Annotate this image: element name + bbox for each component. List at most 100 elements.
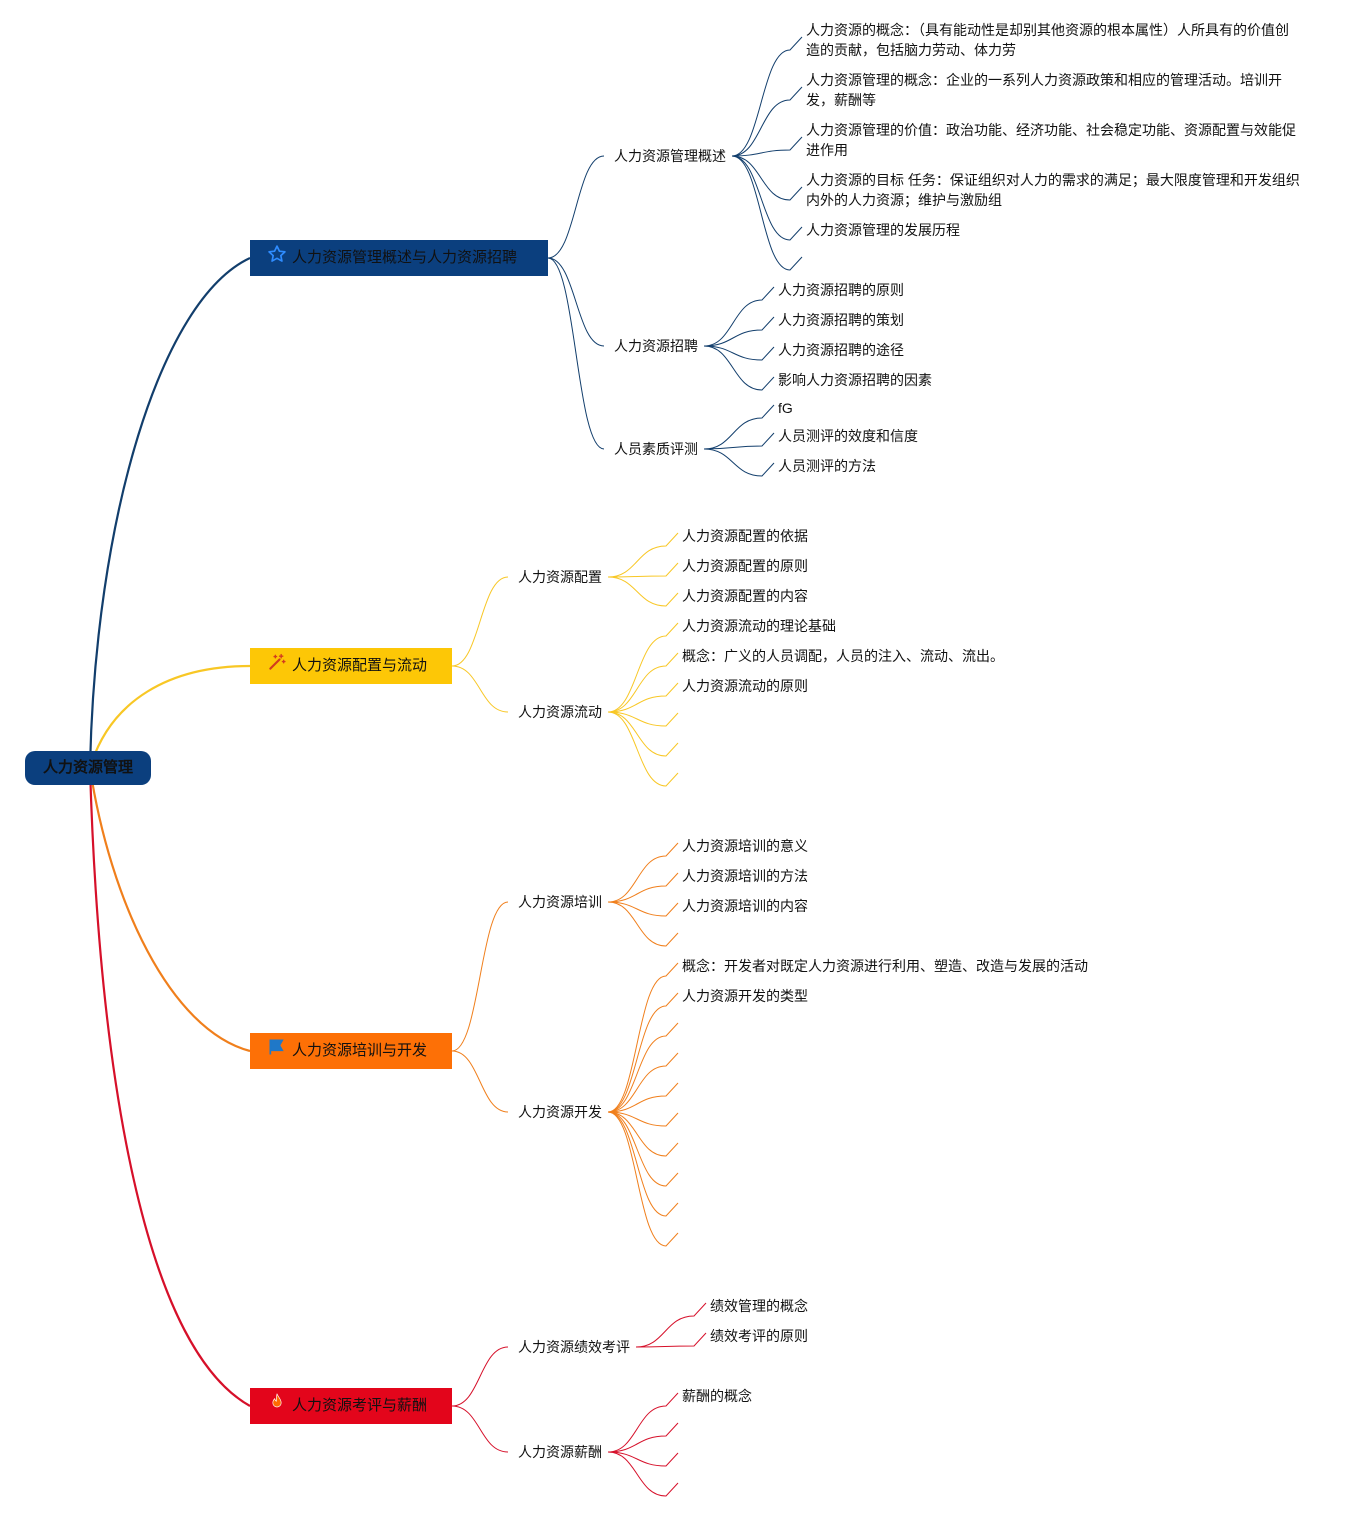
root-branch-connector bbox=[88, 767, 251, 1053]
leaf-connector bbox=[607, 1422, 679, 1453]
leaf-connector bbox=[731, 136, 803, 157]
topic-connector bbox=[451, 665, 509, 713]
leaf-node[interactable]: fG bbox=[778, 400, 793, 416]
leaf-connector bbox=[607, 562, 679, 578]
leaf-connector bbox=[703, 345, 775, 361]
topic-connector bbox=[547, 257, 605, 347]
leaf-connector bbox=[607, 1111, 679, 1127]
leaf-node[interactable]: 人力资源的概念：（具有能动性是却别其他资源的根本属性）人所具有的价值创造的贡献，… bbox=[806, 22, 1289, 58]
leaf-connector bbox=[607, 622, 679, 713]
leaf-node[interactable]: 人力资源的目标 任务：保证组织对人力的需求的满足；最大限度管理和开发组织内外的人… bbox=[806, 172, 1300, 208]
leaf-connector bbox=[607, 992, 679, 1113]
leaf-node[interactable]: 人员测评的效度和信度 bbox=[778, 428, 918, 444]
topic-node[interactable]: 人力资源开发 bbox=[518, 1104, 602, 1120]
leaf-connector bbox=[607, 682, 679, 713]
leaf-node[interactable]: 人力资源管理的发展历程 bbox=[806, 222, 960, 238]
leaf-node[interactable]: 人力资源培训的方法 bbox=[682, 868, 808, 884]
root-branch-connector bbox=[88, 664, 251, 769]
leaf-node[interactable]: 人力资源招聘的原则 bbox=[778, 282, 904, 298]
topic-connector bbox=[451, 576, 509, 667]
leaf-connector bbox=[607, 1392, 679, 1453]
topic-connector bbox=[547, 155, 605, 259]
branch-node[interactable]: 人力资源配置与流动 bbox=[250, 648, 452, 684]
star-icon bbox=[266, 240, 288, 276]
branch-node[interactable]: 人力资源培训与开发 bbox=[250, 1033, 452, 1069]
topic-connector bbox=[451, 901, 509, 1052]
leaf-connector bbox=[731, 155, 803, 241]
leaf-connector bbox=[607, 576, 679, 607]
leaf-node[interactable]: 人力资源管理的价值：政治功能、经济功能、社会稳定功能、资源配置与效能促进作用 bbox=[806, 122, 1296, 158]
topic-connector bbox=[451, 1050, 509, 1113]
leaf-connector bbox=[607, 1022, 679, 1113]
branch-node[interactable]: 人力资源管理概述与人力资源招聘 bbox=[250, 240, 548, 276]
leaf-connector bbox=[607, 1052, 679, 1113]
branch-node[interactable]: 人力资源考评与薪酬 bbox=[250, 1388, 452, 1424]
leaf-connector bbox=[607, 711, 679, 757]
leaf-connector bbox=[703, 448, 775, 477]
topic-node[interactable]: 人力资源管理概述 bbox=[614, 148, 726, 164]
branch-label: 人力资源培训与开发 bbox=[292, 1042, 428, 1059]
leaf-connector bbox=[607, 532, 679, 578]
leaf-node[interactable]: 概念：广义的人员调配，人员的注入、流动、流出。 bbox=[682, 648, 1004, 664]
topic-node[interactable]: 人力资源培训 bbox=[518, 894, 602, 910]
leaf-node[interactable]: 人力资源流动的原则 bbox=[682, 678, 808, 694]
leaf-node[interactable]: 薪酬的概念 bbox=[682, 1388, 752, 1404]
leaf-node[interactable]: 人力资源配置的原则 bbox=[682, 558, 808, 574]
leaf-connector bbox=[607, 1451, 679, 1467]
leaf-node[interactable]: 人力资源招聘的策划 bbox=[778, 312, 904, 328]
leaf-node[interactable]: 人力资源管理的概念：企业的一系列人力资源政策和相应的管理活动。培训开发，薪酬等 bbox=[806, 72, 1282, 108]
leaf-connector bbox=[635, 1302, 707, 1348]
root-label: 人力资源管理 bbox=[42, 759, 133, 776]
leaf-node[interactable]: 影响人力资源招聘的因素 bbox=[778, 372, 932, 388]
leaf-node[interactable]: 人力资源配置的依据 bbox=[682, 528, 808, 544]
root-branch-connector bbox=[88, 257, 251, 769]
magic-wand-icon bbox=[266, 648, 288, 684]
leaf-connector bbox=[607, 842, 679, 903]
root-node[interactable]: 人力资源管理 bbox=[25, 751, 151, 785]
topic-connector bbox=[547, 257, 605, 450]
leaf-connector bbox=[607, 1111, 679, 1157]
leaf-connector bbox=[731, 86, 803, 157]
topic-node[interactable]: 人员素质评测 bbox=[614, 441, 698, 457]
leaf-node[interactable]: 人力资源招聘的途径 bbox=[778, 342, 904, 358]
leaf-connector bbox=[607, 962, 679, 1113]
leaf-node[interactable]: 人员测评的方法 bbox=[778, 458, 876, 474]
leaf-connector bbox=[703, 404, 775, 450]
leaf-connector bbox=[607, 901, 679, 917]
leaf-connector bbox=[607, 711, 679, 727]
leaf-node[interactable]: 人力资源培训的意义 bbox=[682, 838, 808, 854]
leaf-connector bbox=[703, 286, 775, 347]
leaf-connector bbox=[731, 155, 803, 201]
leaf-connector bbox=[607, 1082, 679, 1113]
leaf-connector bbox=[607, 901, 679, 947]
leaf-node[interactable]: 绩效管理的概念 bbox=[710, 1298, 808, 1314]
topic-node[interactable]: 人力资源配置 bbox=[518, 569, 602, 585]
leaf-connector bbox=[635, 1332, 707, 1348]
leaf-node[interactable]: 人力资源配置的内容 bbox=[682, 588, 808, 604]
leaf-node[interactable]: 概念：开发者对既定人力资源进行利用、塑造、改造与发展的活动 bbox=[682, 958, 1088, 974]
leaf-node[interactable]: 人力资源开发的类型 bbox=[682, 988, 808, 1004]
topic-node[interactable]: 人力资源绩效考评 bbox=[518, 1339, 630, 1355]
leaf-node[interactable]: 绩效考评的原则 bbox=[710, 1328, 808, 1344]
leaf-connector bbox=[607, 1451, 679, 1497]
flag-icon bbox=[266, 1033, 288, 1069]
leaf-connector bbox=[607, 652, 679, 713]
branch-label: 人力资源考评与薪酬 bbox=[292, 1397, 428, 1414]
leaf-connector bbox=[607, 872, 679, 903]
leaf-connector bbox=[703, 345, 775, 391]
leaf-connector bbox=[731, 155, 803, 271]
branch-label: 人力资源管理概述与人力资源招聘 bbox=[292, 249, 518, 266]
leaf-connector bbox=[607, 1111, 679, 1187]
topic-connector bbox=[451, 1346, 509, 1407]
root-branch-connector bbox=[88, 767, 251, 1407]
topic-node[interactable]: 人力资源流动 bbox=[518, 704, 602, 720]
topic-node[interactable]: 人力资源薪酬 bbox=[518, 1444, 602, 1460]
leaf-connector bbox=[607, 1111, 679, 1217]
leaf-connector bbox=[607, 1111, 679, 1247]
leaf-node[interactable]: 人力资源培训的内容 bbox=[682, 898, 808, 914]
leaf-node[interactable]: 人力资源流动的理论基础 bbox=[682, 618, 836, 634]
leaf-connector bbox=[607, 711, 679, 787]
leaf-connector bbox=[731, 36, 803, 157]
topic-node[interactable]: 人力资源招聘 bbox=[614, 338, 698, 354]
